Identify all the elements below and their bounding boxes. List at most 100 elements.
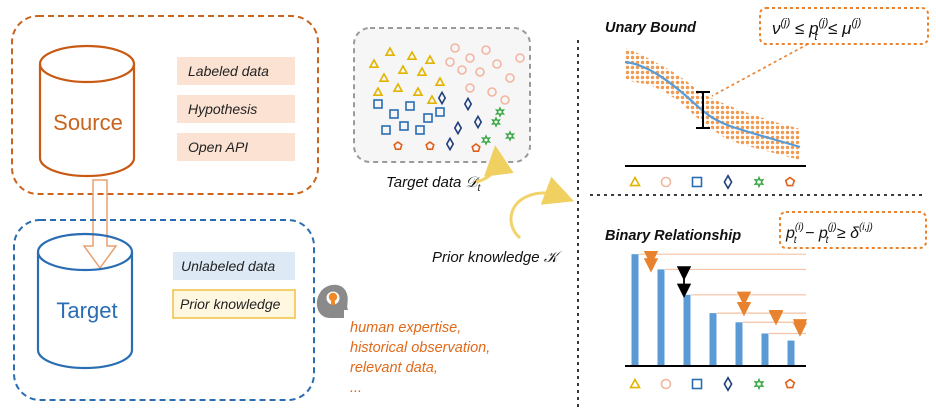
scatter-point-star xyxy=(494,106,506,118)
bar-3 xyxy=(709,313,717,366)
bar-4 xyxy=(735,322,743,366)
triangle-icon xyxy=(629,175,641,187)
diamond-icon xyxy=(723,376,733,392)
square-icon xyxy=(691,378,703,390)
scatter-point-pent xyxy=(471,143,481,152)
unary-callout-line xyxy=(711,43,809,97)
target-item-prior-knowledge: Prior knowledge xyxy=(172,289,296,319)
scatter-point-sq xyxy=(389,109,399,119)
scatter-point-circ xyxy=(492,59,502,69)
scatter-point-tri xyxy=(368,58,380,68)
star-icon xyxy=(753,377,765,391)
source-item-hypothesis: Hypothesis xyxy=(177,95,295,123)
unary-bound-band xyxy=(625,48,800,160)
bar-0 xyxy=(631,254,639,366)
triangle-icon xyxy=(629,377,641,389)
head-lightbulb-icon xyxy=(316,284,348,318)
scatter-point-sq xyxy=(415,125,425,135)
scatter-point-sq xyxy=(405,101,415,111)
square-icon xyxy=(691,176,703,188)
prior-example-ellipsis: ... xyxy=(350,380,362,396)
scatter-point-circ xyxy=(487,87,497,97)
target-cylinder xyxy=(36,232,134,370)
binary-bar-chart xyxy=(631,250,808,366)
bar-1 xyxy=(657,269,665,366)
target-data-label: Target data 𝒟t xyxy=(386,174,481,194)
source-item-open-api: Open API xyxy=(177,133,295,161)
scatter-point-tri xyxy=(384,46,396,56)
scatter-point-tri xyxy=(392,82,404,92)
scatter-point-tri xyxy=(397,64,409,74)
unary-formula-box xyxy=(759,7,929,45)
scatter-point-tri xyxy=(416,66,428,76)
prior-example-historical: historical observation, xyxy=(350,340,490,356)
unary-error-bar xyxy=(696,91,710,129)
scatter-point-tri xyxy=(424,54,436,64)
target-title: Target xyxy=(56,298,117,323)
scatter-point-dia xyxy=(453,120,463,136)
svg-text:Prior knowledge: Prior knowledge xyxy=(180,296,281,312)
bar-5 xyxy=(761,333,769,366)
scatter-point-tri xyxy=(426,94,438,104)
scatter-point-sq xyxy=(399,121,409,131)
scatter-point-star xyxy=(504,130,516,142)
bar-2 xyxy=(683,294,691,366)
scatter-point-dia xyxy=(473,114,483,130)
scatter-point-tri xyxy=(378,72,390,82)
circle-icon xyxy=(660,378,672,390)
target-box xyxy=(13,219,315,401)
prior-knowledge-label: Prior knowledge 𝒦 xyxy=(432,249,563,266)
scatter-point-tri xyxy=(406,50,418,60)
source-to-target-arrow xyxy=(82,179,118,270)
unary-formula: ν(j) ≤ p(j)t ≤ μ(j) xyxy=(772,17,862,43)
scatter-point-sq xyxy=(435,107,445,117)
pentagon-icon xyxy=(784,176,796,187)
scatter-point-sq xyxy=(423,113,433,123)
unary-estimate-curve xyxy=(624,60,801,149)
prior-example-relevant: relevant data, xyxy=(350,360,438,376)
prior-example-expertise: human expertise, xyxy=(350,320,461,336)
scatter-point-star xyxy=(480,134,492,146)
scatter-point-dia xyxy=(445,136,455,152)
target-data-scatter xyxy=(368,43,525,152)
svg-text:Hypothesis: Hypothesis xyxy=(188,101,257,117)
curved-arrow-target-data xyxy=(475,145,514,184)
unary-title: Unary Bound xyxy=(605,20,697,36)
pentagon-icon xyxy=(784,378,796,389)
scatter-point-circ xyxy=(457,65,467,75)
source-title: Source xyxy=(53,110,123,135)
scatter-point-circ xyxy=(515,53,525,63)
scatter-point-tri xyxy=(434,76,446,86)
scatter-point-circ xyxy=(505,73,515,83)
binary-formula: p(i)t − p(j)t ≥ δ(i,j) xyxy=(785,222,873,246)
scatter-point-circ xyxy=(445,57,455,67)
star-icon xyxy=(753,175,765,189)
scatter-point-tri xyxy=(412,86,424,96)
scatter-point-dia xyxy=(463,96,473,112)
svg-text:Labeled data: Labeled data xyxy=(188,63,269,79)
binary-formula-box xyxy=(779,211,927,249)
scatter-point-tri xyxy=(372,86,384,96)
unary-class-markers xyxy=(629,174,796,190)
curved-arrow-prior-knowledge xyxy=(509,176,575,240)
scatter-point-star xyxy=(490,116,502,128)
scatter-point-pent xyxy=(393,141,403,150)
target-data-box xyxy=(353,27,531,163)
scatter-point-circ xyxy=(500,95,510,105)
svg-text:Unlabeled data: Unlabeled data xyxy=(181,258,275,274)
binary-title: Binary Relationship xyxy=(605,228,741,244)
scatter-point-sq xyxy=(373,99,383,109)
scatter-point-circ xyxy=(465,53,475,63)
binary-class-markers xyxy=(629,376,796,392)
source-cylinder xyxy=(38,44,136,178)
source-item-labeled-data: Labeled data xyxy=(177,57,295,85)
scatter-point-circ xyxy=(475,67,485,77)
scatter-point-circ xyxy=(450,43,460,53)
scatter-point-pent xyxy=(425,141,435,150)
bar-6 xyxy=(787,340,795,366)
scatter-point-sq xyxy=(381,125,391,135)
scatter-point-circ xyxy=(465,83,475,93)
scatter-point-circ xyxy=(481,45,491,55)
circle-icon xyxy=(660,176,672,188)
